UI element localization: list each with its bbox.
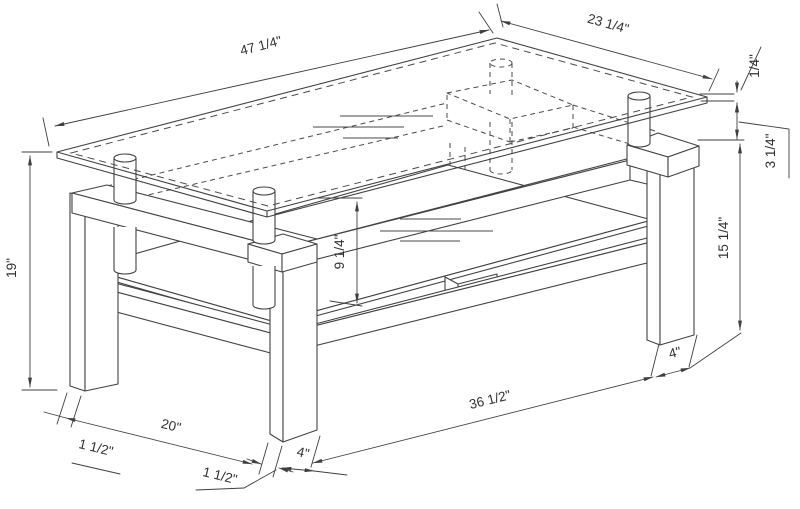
glass-reflection-marks <box>313 115 433 139</box>
dim-line-right-leg-width <box>655 367 691 378</box>
dim-total-height-label: 19" <box>4 258 19 278</box>
leader-glass-thickness <box>740 46 762 91</box>
dim-line-leg-spacing <box>65 417 253 465</box>
dim-frame-height-label: 15 1/4" <box>716 217 731 260</box>
right-leg <box>646 166 661 346</box>
dimension-labels: 47 1/4" 23 1/4" 1/4" 3 1/4" 15 1/4" 19" … <box>4 11 778 487</box>
dim-right-leg-width-label: 4" <box>667 344 683 362</box>
dim-top-length-label: 47 1/4" <box>239 33 284 58</box>
left-leg <box>69 192 86 392</box>
dim-gap-label: 3 1/4" <box>763 133 778 168</box>
dim-line-front-leg-width <box>281 466 315 473</box>
dim-line-top-length <box>54 29 490 127</box>
post-front-left <box>113 158 137 205</box>
dim-line-top-width <box>500 20 713 80</box>
dim-line-base-length <box>312 376 654 464</box>
dim-shelf-gap-label: 9 1/4" <box>332 234 347 269</box>
dim-front-leg-thickness-label: 1 1/2" <box>201 464 239 487</box>
post-right <box>627 96 651 148</box>
dim-leg-spacing-label: 20" <box>160 416 183 435</box>
dim-front-leg-width-label: 4" <box>295 444 311 462</box>
dimension-lines <box>21 3 790 491</box>
shelf-reflection-marks <box>380 218 493 242</box>
dim-top-width-label: 23 1/4" <box>586 11 631 37</box>
underline-left-thickness <box>71 462 121 475</box>
underline-front-thickness <box>195 469 277 491</box>
dim-base-length-label: 36 1/2" <box>468 387 513 412</box>
hidden-post-top <box>489 58 513 68</box>
dim-glass-thickness-label: 1/4" <box>747 54 762 78</box>
post-front-corner <box>252 191 276 245</box>
dim-left-leg-thickness-label: 1 1/2" <box>77 436 115 459</box>
leader-gap <box>738 121 790 179</box>
